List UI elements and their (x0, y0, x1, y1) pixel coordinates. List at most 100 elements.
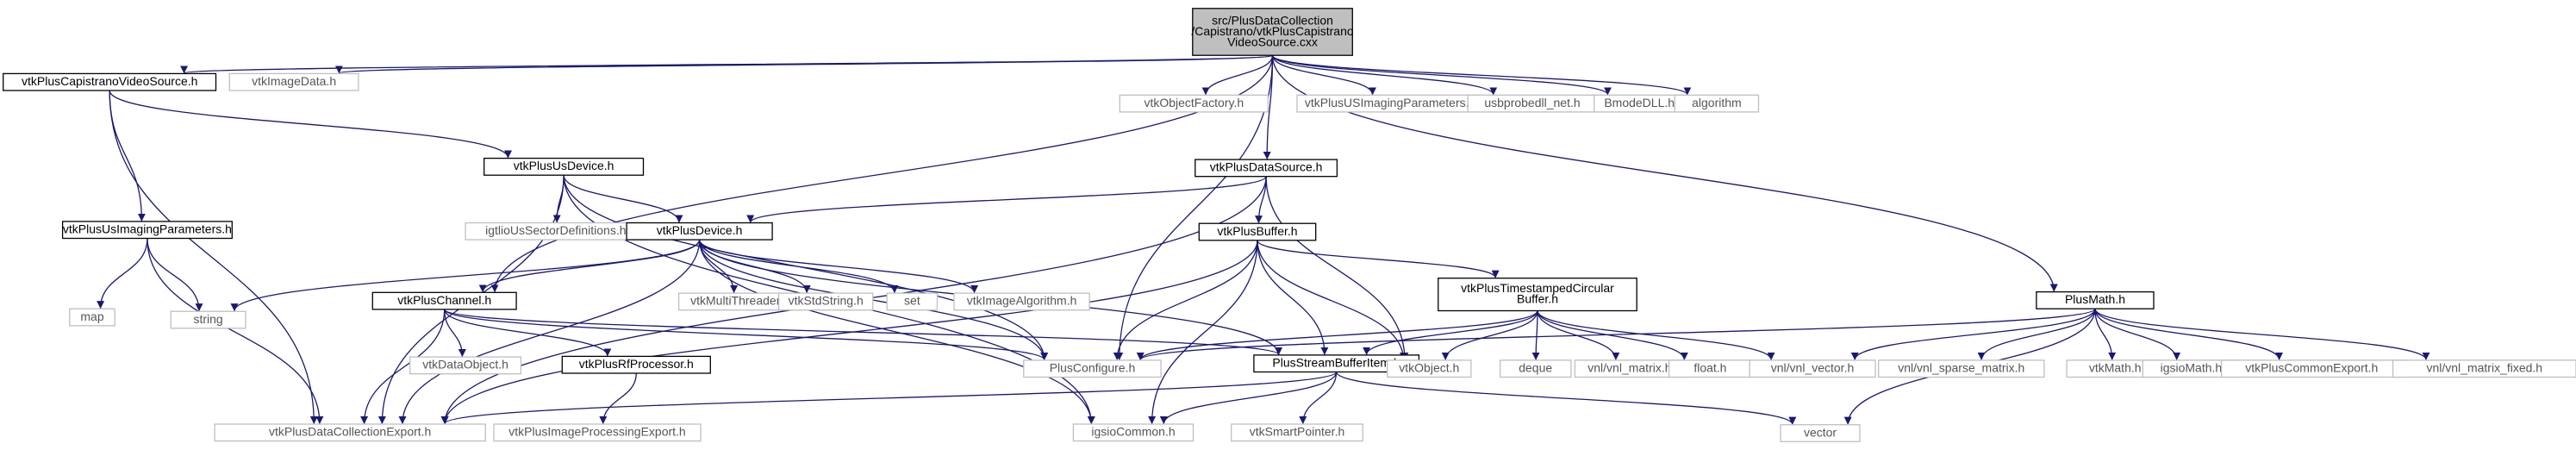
node-box (1749, 359, 1876, 378)
node-label: PlusStreamBufferItem.h (1272, 355, 1400, 369)
node-sbItem[interactable]: PlusStreamBufferItem.h (1253, 354, 1420, 373)
node-smartPtr: vtkSmartPointer.h (1231, 423, 1363, 442)
node-usParamsTop: vtkPlusUSImagingParameters.h (1296, 94, 1484, 113)
node-box (3, 72, 217, 91)
node-label: VideoSource.cxx (1227, 34, 1318, 48)
edge-root-to-capVS (181, 54, 1274, 74)
node-box (69, 308, 115, 327)
node-label: vtkPlusUsImagingParameters.h (63, 222, 232, 236)
node-label: deque (1519, 361, 1552, 375)
node-channel[interactable]: vtkPlusChannel.h (371, 291, 517, 310)
node-float: float.h (1668, 359, 1752, 378)
edge-plusMath-to-igsioMath (2094, 309, 2181, 360)
edge-buffer-to-tsBuf (1257, 240, 1500, 278)
edge-root-to-objFactory (1201, 55, 1274, 96)
edge-sbItem-to-smartPtr (1299, 372, 1338, 424)
edge-root-to-plusMath (1271, 55, 2058, 292)
node-label: igtlioUsSectorDefinitions.h (485, 223, 626, 237)
edge-usDevice-to-device (563, 175, 683, 223)
edge-sbItem-to-vector (1335, 372, 1797, 425)
node-box (1387, 359, 1472, 378)
edge-channel-to-rfProc (444, 309, 612, 357)
edge-device-to-igsioCommon (698, 240, 1095, 424)
node-box (1119, 94, 1269, 113)
node-label: PlusConfigure.h (1050, 361, 1136, 375)
node-box (1438, 278, 1637, 312)
node-label: vnl/vnl_matrix.h (1587, 361, 1671, 375)
node-label: PlusMath.h (2065, 292, 2125, 306)
edge-tsBuf-to-plusConfig (1136, 310, 1538, 360)
edge-channel-to-dcExport (360, 309, 446, 424)
node-label: src/PlusDataCollection (1212, 13, 1333, 27)
edge-capVS-to-dcExport (109, 90, 318, 424)
node-box (493, 423, 702, 442)
node-rfProc[interactable]: vtkPlusRfProcessor.h (561, 355, 711, 374)
node-algorithm: algorithm (1674, 94, 1760, 113)
node-box (2036, 290, 2155, 309)
node-usDevice[interactable]: vtkPlusUsDevice.h (483, 157, 645, 176)
edge-buffer-to-dcExport (440, 240, 1258, 424)
edge-device-to-set (698, 239, 899, 294)
node-root[interactable]: src/PlusDataCollection/Capistrano/vtkPlu… (1191, 8, 1354, 56)
edge-plusMath-to-vnlVector (1850, 308, 2096, 360)
edge-channel-to-sbItem (444, 309, 1282, 355)
edge-plusMath-to-vnlSparse (1977, 309, 2096, 360)
node-label: BmodeDLL.h (1604, 96, 1675, 109)
node-box (777, 292, 874, 311)
node-device[interactable]: vtkPlusDevice.h (626, 222, 773, 240)
edge-root-to-imgData (335, 54, 1274, 74)
edge-sbItem-to-igsioCommon (1159, 372, 1338, 424)
node-box (61, 221, 233, 240)
node-usbprobe: usbprobedll_net.h (1467, 94, 1598, 113)
node-objFactory: vtkObjectFactory.h (1119, 94, 1269, 113)
node-label: vtkMultiThreader.h (690, 294, 789, 308)
node-imgAlgo: vtkImageAlgorithm.h (953, 292, 1090, 311)
node-usImgParams[interactable]: vtkPlusUsImagingParameters.h (61, 221, 233, 240)
edge-root-to-usParamsTop (1271, 55, 1377, 96)
node-dcExport: vtkPlusDataCollectionExport.h (214, 423, 486, 442)
edge-usImgParams-to-string (147, 238, 203, 312)
edge-plusMath-to-vnlFixed (2094, 308, 2430, 360)
node-capVS[interactable]: vtkPlusCapistranoVideoSource.h (3, 72, 217, 91)
node-label: igsioMath.h (2161, 361, 2223, 375)
node-label: vtkPlusChannel.h (397, 293, 491, 307)
node-box (170, 310, 246, 329)
node-box (1231, 423, 1363, 442)
node-label: vtkObjectFactory.h (1144, 96, 1244, 109)
node-label: algorithm (1692, 96, 1742, 109)
node-box (228, 72, 359, 91)
edge-usDevice-to-igtlio (552, 175, 564, 223)
node-label: vtkPlusBuffer.h (1217, 224, 1297, 238)
node-box (371, 291, 517, 310)
node-vtkObject: vtkObject.h (1387, 359, 1472, 378)
node-label: set (904, 294, 920, 308)
node-label: vtkPlusCapistranoVideoSource.h (22, 74, 197, 88)
edge-tsBuf-to-deque (1531, 310, 1540, 360)
node-label: vnl/vnl_sparse_matrix.h (1898, 361, 2024, 375)
node-buffer[interactable]: vtkPlusBuffer.h (1198, 222, 1317, 241)
node-box (1072, 423, 1194, 442)
edge-device-to-imgAlgo (698, 239, 979, 294)
node-plusMath[interactable]: PlusMath.h (2036, 290, 2155, 309)
edge-root-to-algorithm (1271, 54, 1692, 96)
edge-capVS-to-usDevice (109, 90, 512, 159)
node-igsioCommon: igsioCommon.h (1072, 423, 1194, 442)
node-dataSource[interactable]: vtkPlusDataSource.h (1194, 159, 1338, 178)
node-label: vnl/vnl_vector.h (1771, 361, 1855, 375)
node-label: float.h (1693, 361, 1726, 375)
node-label: map (80, 309, 103, 323)
node-label: vtkPlusUsDevice.h (514, 159, 614, 172)
node-label: vector (1804, 425, 1837, 439)
node-vector: vector (1780, 424, 1861, 442)
node-label: vtkPlusUSImagingParameters.h (1305, 96, 1475, 109)
node-box (561, 355, 711, 374)
node-label: vtkStdString.h (789, 294, 864, 308)
node-label: vtkImageData.h (252, 74, 336, 88)
node-label: /Capistrano/vtkPlusCapistrano (1191, 24, 1354, 38)
node-box (2392, 359, 2576, 378)
node-vnlMatrix: vnl/vnl_matrix.h (1574, 359, 1686, 378)
node-label: vnl/vnl_matrix_fixed.h (2426, 361, 2542, 375)
node-label: vtkPlusDataSource.h (1210, 160, 1323, 174)
